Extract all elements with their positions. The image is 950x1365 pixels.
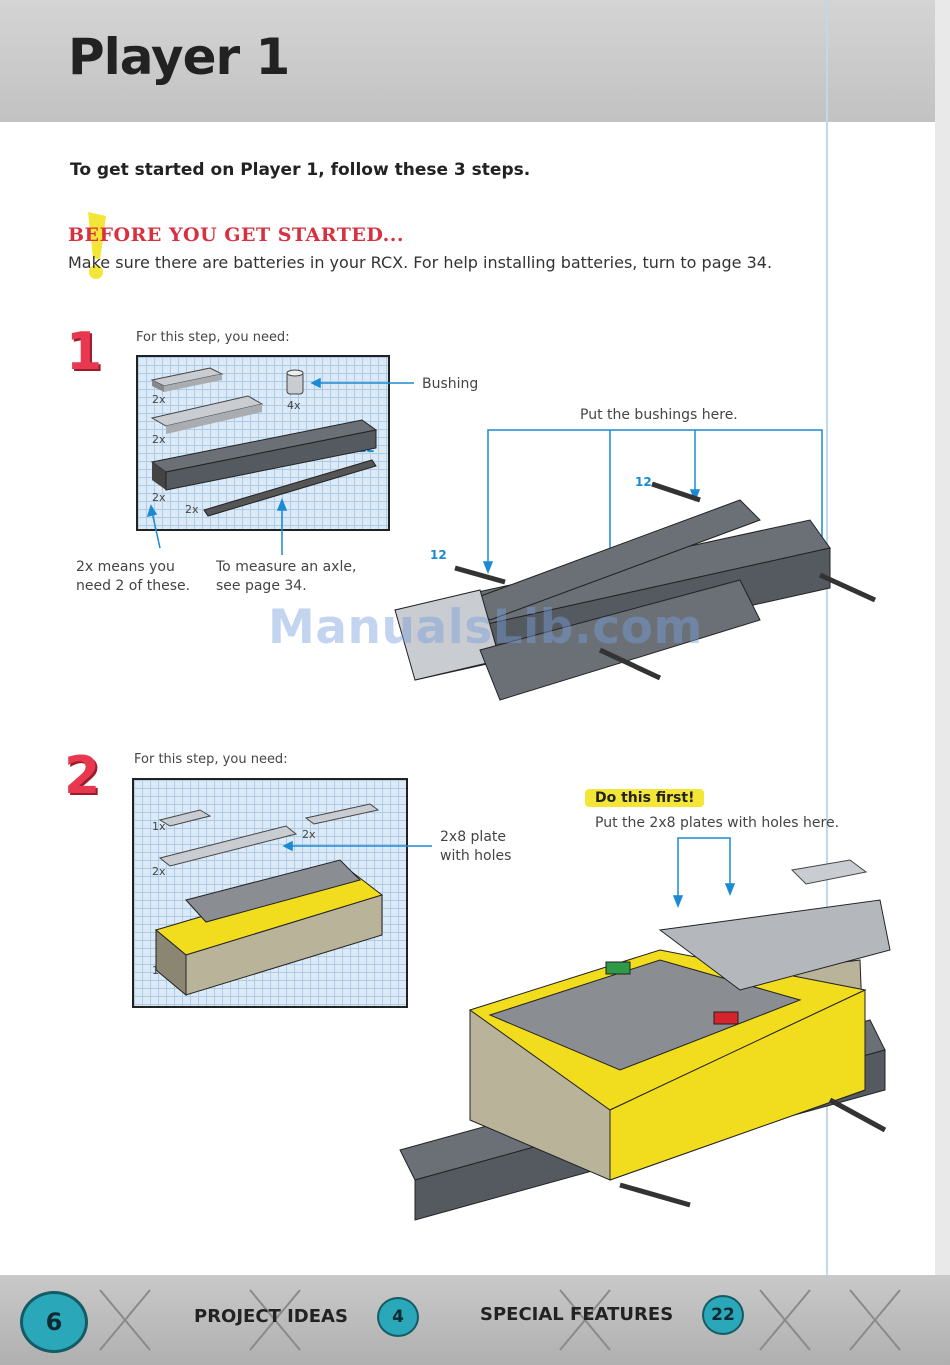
step-1-number: 1	[66, 322, 103, 382]
bushing-illustration	[286, 369, 304, 395]
page-title: Player 1	[68, 28, 290, 86]
page-number-badge: 6	[20, 1291, 88, 1353]
qty-plate-a: 1x	[152, 820, 166, 833]
special-features-page-badge[interactable]: 22	[702, 1295, 744, 1335]
axle-length-label: 12	[635, 475, 652, 489]
qty-plate-long: 2x	[152, 433, 166, 446]
before-heading: BEFORE YOU GET STARTED...	[68, 224, 405, 246]
before-text: Make sure there are batteries in your RC…	[68, 253, 773, 272]
step-2-number: 2	[64, 746, 101, 806]
plate-label: 2x8 plate with holes	[440, 829, 512, 864]
step-2-need-label: For this step, you need:	[134, 752, 288, 767]
qty-axle: 2x	[185, 503, 199, 516]
note-axle: To measure an axle, see page 34.	[216, 559, 357, 594]
special-features-link[interactable]: SPECIAL FEATURES	[480, 1304, 674, 1325]
qty-plate-b: 2x	[302, 828, 316, 841]
qty-plate-c: 2x	[152, 865, 166, 878]
page-edge	[935, 0, 950, 1365]
qty-bushing: 4x	[287, 399, 301, 412]
frame-illustration	[394, 481, 877, 701]
exclamation-icon	[88, 212, 106, 279]
axle-illustration	[203, 459, 377, 517]
watermark: ManualsLib.com	[268, 600, 703, 655]
margin-line	[826, 0, 828, 1300]
plate-small-illustration	[150, 367, 224, 392]
axle-length-label: 12	[430, 548, 447, 562]
rcx-small-illustration	[154, 803, 384, 997]
note-2x: 2x means you need 2 of these.	[76, 559, 191, 594]
project-ideas-page-badge[interactable]: 4	[377, 1297, 419, 1337]
beam-illustration	[150, 419, 378, 491]
intro-text: To get started on Player 1, follow these…	[70, 160, 531, 180]
qty-beam: 2x	[152, 491, 166, 504]
rcx-assembly-illustration	[399, 859, 891, 1221]
plate-long-illustration	[150, 395, 264, 434]
qty-plate-small: 2x	[152, 393, 166, 406]
do-first-text: Put the 2x8 plates with holes here.	[595, 815, 840, 831]
bushings-here-label: Put the bushings here.	[580, 407, 738, 423]
page-footer	[0, 1275, 950, 1365]
step-1-need-label: For this step, you need:	[136, 330, 290, 345]
page-header: Player 1	[0, 0, 950, 122]
do-this-first-badge: Do this first!	[585, 789, 705, 807]
bushing-label: Bushing	[422, 376, 479, 392]
project-ideas-link[interactable]: PROJECT IDEAS	[194, 1306, 348, 1327]
